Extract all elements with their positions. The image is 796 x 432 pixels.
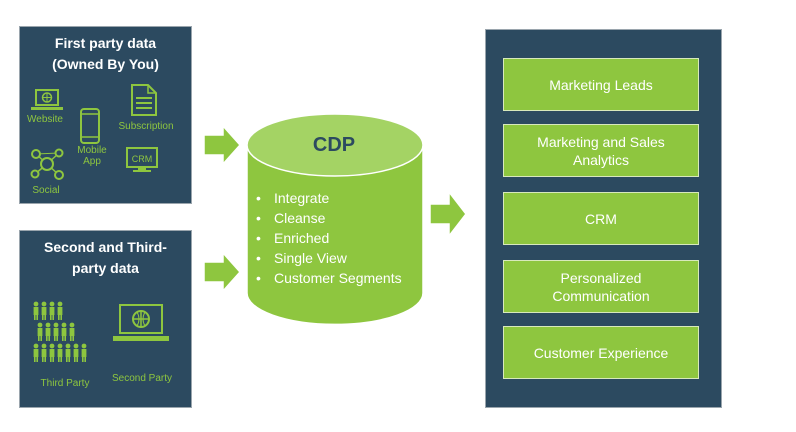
- first-party-title: First party data (Owned By You): [20, 33, 191, 75]
- second-third-party-title: Second and Third- party data: [20, 237, 191, 279]
- output-marketing-leads: Marketing Leads: [503, 58, 699, 111]
- cdp-item-label: Single View: [274, 250, 347, 266]
- mobile-app-label: Mobile App: [72, 145, 112, 167]
- output-personalized-communication: Personalized Communication: [503, 260, 699, 313]
- output-crm: CRM: [503, 192, 699, 245]
- arrow-right-icon: [203, 252, 241, 292]
- first-party-title-line2: (Owned By You): [52, 56, 159, 72]
- cdp-capabilities-list: •Integrate •Cleanse •Enriched •Single Vi…: [256, 188, 402, 288]
- list-item: •Customer Segments: [256, 270, 402, 286]
- website-label: Website: [27, 114, 63, 125]
- arrow-right-icon: [429, 191, 467, 237]
- subscription-label: Subscription: [118, 121, 174, 132]
- second-third-party-panel: Second and Third- party data Third Party…: [19, 230, 192, 408]
- list-item: •Integrate: [256, 190, 330, 206]
- mobile-app-label-line2: App: [83, 156, 101, 167]
- cdp-cylinder-icon: [246, 113, 424, 325]
- mobile-phone-icon: [80, 108, 100, 144]
- first-party-panel: First party data (Owned By You) Website …: [19, 26, 192, 204]
- cdp-item-label: Customer Segments: [274, 270, 402, 286]
- list-item: •Enriched: [256, 230, 330, 246]
- cdp-item-label: Cleanse: [274, 210, 326, 226]
- crm-source-label: CRM: [131, 154, 153, 164]
- mobile-app-label-line1: Mobile: [77, 145, 107, 156]
- cdp-title: CDP: [312, 134, 356, 156]
- first-party-title-line1: First party data: [54, 35, 157, 51]
- laptop-icon: [31, 89, 63, 110]
- social-network-icon: [30, 148, 64, 180]
- second-third-party-title-line1: Second and Third-: [44, 239, 167, 255]
- cdp-item-label: Enriched: [274, 230, 330, 246]
- social-label: Social: [32, 185, 60, 196]
- people-crowd-icon: [33, 301, 87, 362]
- second-party-label: Second Party: [111, 373, 173, 384]
- arrow-right-icon: [203, 125, 241, 165]
- cdp-item-label: Integrate: [274, 190, 330, 206]
- output-marketing-sales-analytics: Marketing and Sales Analytics: [503, 124, 699, 177]
- third-party-label: Third Party: [40, 378, 90, 389]
- outputs-panel: Marketing Leads Marketing and Sales Anal…: [485, 29, 722, 408]
- document-icon: [131, 84, 157, 116]
- list-item: •Cleanse: [256, 210, 326, 226]
- output-customer-experience: Customer Experience: [503, 326, 699, 379]
- monitor-icon: [126, 147, 158, 172]
- list-item: •Single View: [256, 250, 347, 266]
- laptop-icon: [113, 304, 169, 341]
- second-third-party-title-line2: party data: [72, 260, 139, 276]
